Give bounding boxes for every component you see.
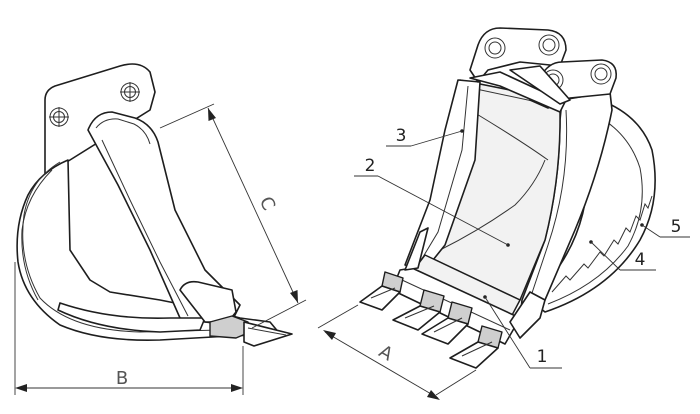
callout-3-label: 3 — [396, 126, 407, 146]
left-ear-hole-1 — [484, 37, 506, 59]
side-shell-inner — [22, 161, 221, 333]
tooth-1 — [359, 271, 404, 311]
dimension-c-label: C — [255, 194, 279, 214]
callout-4: 4 — [589, 240, 656, 271]
callout-2: 2 — [354, 156, 510, 247]
callout-5: 5 — [640, 217, 690, 238]
dimension-a-label: A — [375, 341, 397, 366]
dimension-b: B — [14, 262, 244, 395]
callout-1-label: 1 — [537, 347, 548, 367]
tooth-2 — [392, 289, 445, 331]
perspective-view-bucket: A 1 2 3 4 — [317, 27, 690, 400]
side-pin-hole-2 — [120, 82, 140, 102]
tooth-3 — [421, 301, 473, 345]
side-pin-hole-1 — [49, 107, 69, 127]
callout-1: 1 — [483, 295, 562, 369]
callout-3: 3 — [386, 126, 464, 147]
left-mount-ear — [469, 27, 567, 83]
dimension-b-label: B — [116, 368, 128, 389]
left-ear-hole-2 — [538, 34, 560, 56]
side-tooth — [243, 321, 293, 347]
tooth-4 — [449, 325, 503, 369]
rear-shell — [529, 99, 656, 313]
callout-4-label: 4 — [635, 250, 646, 270]
side-view-bucket: B C — [14, 63, 307, 395]
right-ear-hole-2 — [590, 63, 612, 85]
callout-5-label: 5 — [671, 217, 682, 237]
callout-2-label: 2 — [365, 156, 376, 176]
